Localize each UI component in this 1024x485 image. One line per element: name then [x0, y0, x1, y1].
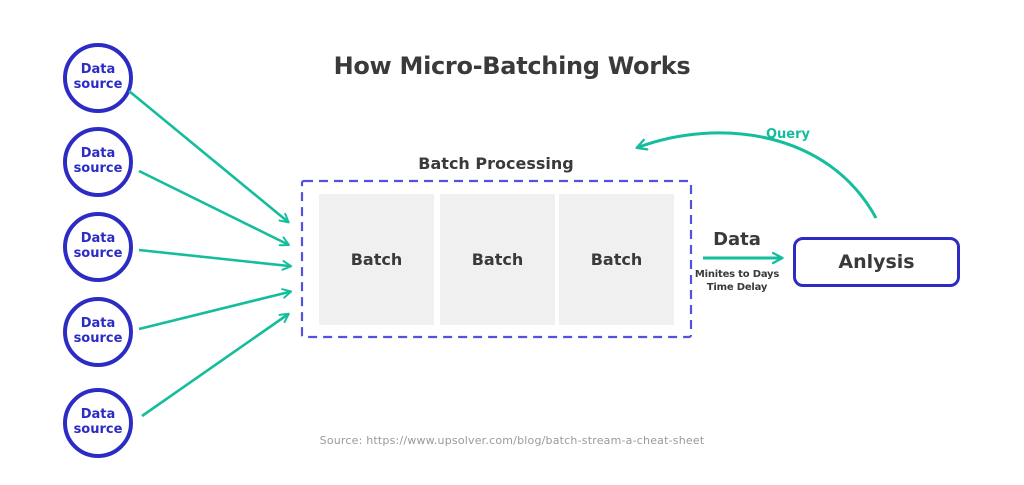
time-delay-line-1: Minites to Days [694, 269, 780, 280]
data-source-node-5: Data source [63, 388, 133, 458]
source-attribution: Source: https://www.upsolver.com/blog/ba… [319, 434, 705, 447]
data-source-node-2: Data source [63, 127, 133, 197]
data-source-arrow-1-icon [128, 89, 290, 224]
data-source-label: Data source [73, 62, 123, 92]
data-source-node-4: Data source [63, 297, 133, 367]
batch-node-3: Batch [559, 194, 674, 325]
data-source-arrow-2-icon [138, 169, 290, 247]
data-source-label: Data source [73, 231, 123, 261]
batch-processing-title: Batch Processing [418, 154, 574, 173]
batch-node-2: Batch [440, 194, 555, 325]
time-delay-label: Minites to Days Time Delay [682, 268, 792, 294]
data-source-label: Data source [73, 146, 123, 176]
analysis-node: Anlysis [793, 237, 960, 287]
data-source-node-1: Data source [63, 43, 133, 113]
query-label: Query [766, 127, 811, 142]
data-source-label: Data source [73, 316, 123, 346]
data-source-label: Data source [73, 407, 123, 437]
data-source-arrow-5-icon [141, 312, 290, 418]
time-delay-line-2: Time Delay [706, 282, 768, 293]
batch-node-1: Batch [319, 194, 434, 325]
data-source-arrow-3-icon [138, 248, 293, 271]
data-flow-label: Data [713, 229, 761, 250]
data-source-node-3: Data source [63, 212, 133, 282]
data-source-arrow-4-icon [138, 288, 293, 331]
page-title: How Micro-Batching Works [333, 52, 691, 80]
